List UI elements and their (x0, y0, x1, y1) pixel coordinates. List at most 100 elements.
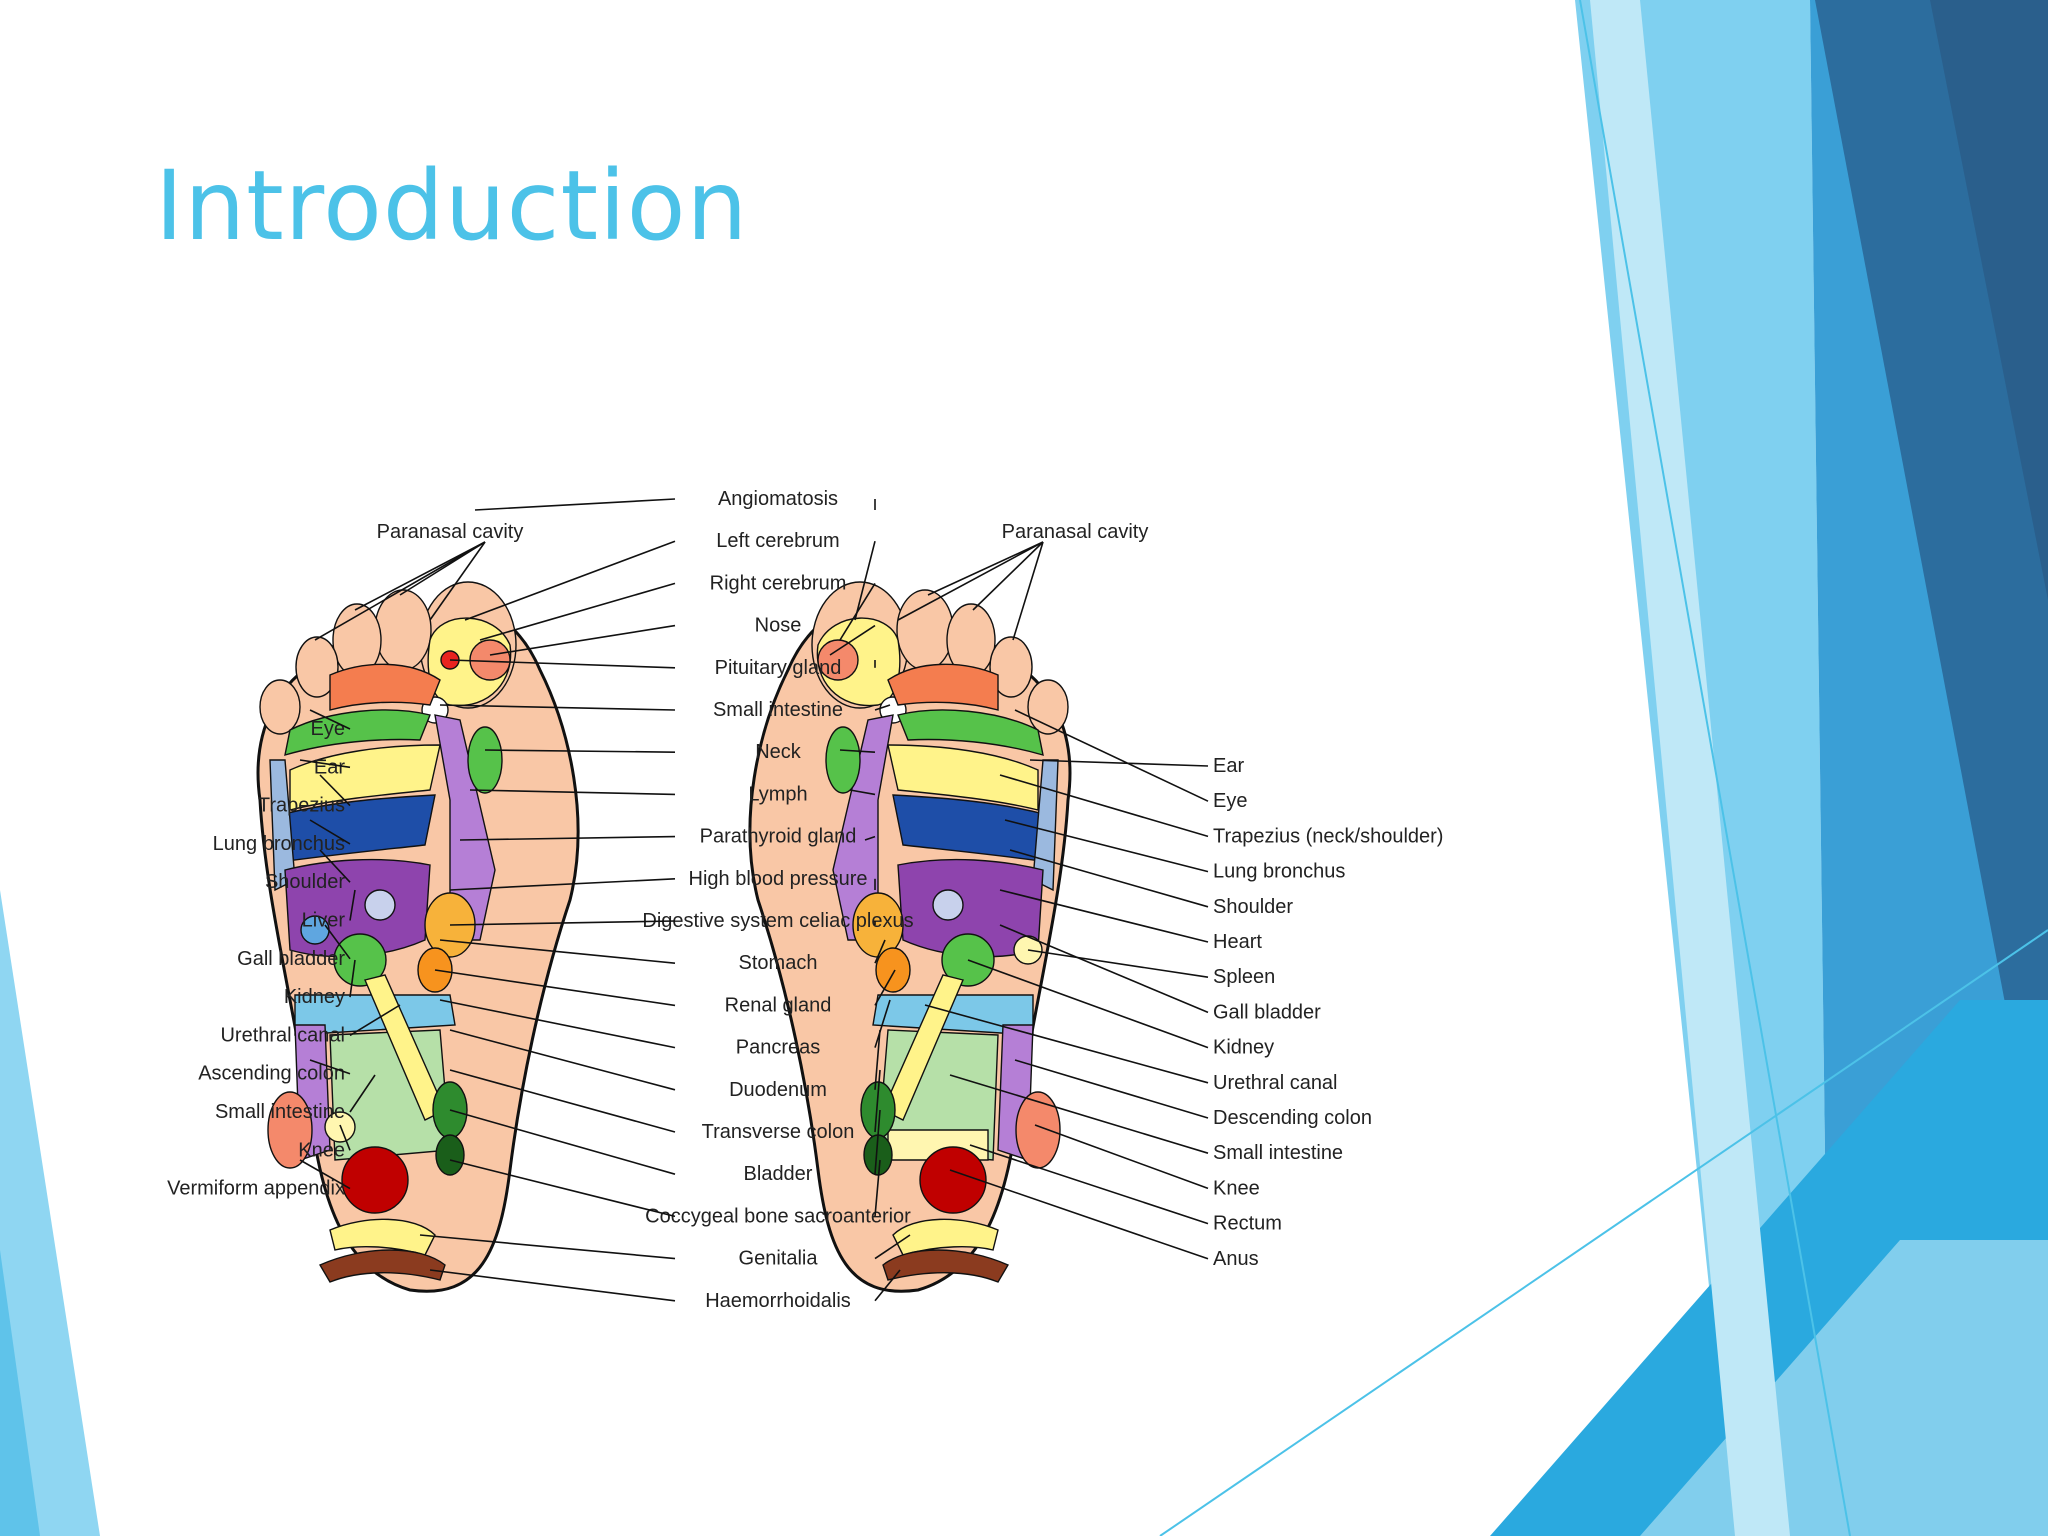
center-label-leader-3 (489, 624, 676, 656)
center-label-8: Parathyroid gland (700, 826, 857, 848)
right-foot-label-leader-4 (1009, 849, 1209, 908)
left-foot-label-10: Small intestine (215, 1101, 345, 1123)
right-foot (748, 581, 1072, 1293)
center-label-0: Angiomatosis (718, 488, 838, 510)
right-band-deep (1930, 0, 2048, 600)
center-label-leader-1 (464, 540, 676, 621)
left-foot-label-4: Shoulder (265, 871, 345, 893)
center-label-leader-13 (439, 999, 676, 1049)
left-foot-label-0: Eye (311, 718, 345, 740)
left-wedge-light (0, 890, 100, 1536)
center-label-2: Right cerebrum (710, 572, 847, 594)
center-label-19: Haemorrhoidalis (705, 1290, 851, 1310)
leader-lines (314, 541, 1044, 641)
center-label-12: Renal gland (725, 994, 832, 1016)
right-foot-label-leader-12 (1034, 1124, 1209, 1190)
left-top-label: Paranasal cavity (377, 521, 524, 543)
right-foot-label-leader-14 (949, 1169, 1209, 1260)
center-pale-sliver (1590, 0, 1790, 1536)
right-foot-label-3: Lung bronchus (1213, 861, 1345, 883)
center-label-leader-11 (874, 939, 886, 964)
center-label-7: Lymph (748, 783, 807, 805)
left-coccyx-dark (435, 1134, 465, 1176)
left-foot-label-9: Ascending colon (198, 1063, 345, 1085)
right-foot-label-10: Descending colon (1213, 1107, 1372, 1129)
center-label-leader-7 (849, 789, 876, 796)
center-label-leader-19 (874, 1269, 901, 1302)
center-label-leader-5 (439, 704, 676, 711)
center-label-13: Pancreas (736, 1037, 821, 1059)
right-heel-orange (1015, 1091, 1061, 1169)
right-foot-label-1: Eye (1213, 790, 1247, 812)
foot-reflexology-diagram: Paranasal cavity Paranasal cavity EyeEar… (167, 488, 1443, 1310)
center-label-leader-15 (874, 1069, 881, 1133)
center-label-leader-14 (874, 1029, 881, 1090)
right-green-band (897, 709, 1044, 756)
right-foot-label-0: Ear (1213, 755, 1244, 777)
right-orange-band (887, 663, 999, 711)
center-label-leader-10 (449, 920, 676, 926)
right-foot-label-leader-10 (1014, 1059, 1209, 1119)
left-orange-band (329, 663, 441, 711)
center-label-leader-18 (419, 1234, 676, 1260)
center-label-leader-4 (449, 659, 676, 669)
left-foot-label-3: Lung bronchus (213, 833, 345, 855)
left-foot-label-leader-1 (299, 759, 351, 769)
left-foot (256, 581, 580, 1293)
right-foot-label-7: Gall bladder (1213, 1001, 1321, 1023)
center-label-16: Bladder (744, 1163, 813, 1185)
center-label-leader-16 (874, 1109, 881, 1175)
slide-title: Introduction (155, 150, 749, 262)
center-label-leader-11 (439, 939, 676, 964)
center-label-leader-8 (459, 835, 676, 841)
right-foot-label-leader-11 (949, 1074, 1209, 1154)
right-foot-label-leader-1 (1014, 709, 1209, 802)
left-foot-label-leader-2 (319, 774, 351, 807)
center-label-leader-3 (829, 624, 876, 656)
right-band-dark (1815, 0, 2048, 1230)
right-heel-red (919, 1146, 987, 1214)
left-heel-orange (267, 1091, 313, 1169)
left-foot-label-leader-6 (324, 924, 351, 960)
center-label-leader-13 (874, 999, 891, 1048)
left-nose-spot (469, 639, 511, 681)
center-label-leader-12 (434, 969, 676, 1007)
right-foot-label-leader-8 (967, 959, 1209, 1049)
center-label-4: Pituitary gland (715, 657, 842, 679)
right-foot-label-13: Rectum (1213, 1213, 1282, 1235)
center-label-leader-5 (874, 704, 891, 711)
center-label-leader-17 (874, 1159, 881, 1217)
center-label-5: Small intestine (713, 699, 843, 721)
right-foot-label-leader-9 (924, 1004, 1209, 1084)
left-foot-label-leader-0 (309, 709, 351, 730)
left-foot-label-leader-10 (349, 1074, 376, 1113)
center-label-leader-6 (839, 749, 876, 753)
diagram-labels: Paranasal cavity Paranasal cavity EyeEar… (167, 488, 1443, 1310)
center-label-10: Digestive system celiac plexus (642, 910, 913, 932)
left-foot-label-leader-8 (349, 1004, 401, 1037)
center-label-leader-2 (479, 582, 676, 641)
right-foot-label-leader-2 (999, 774, 1209, 838)
right-foot-label-leader-0 (1029, 759, 1209, 767)
center-label-1: Left cerebrum (716, 530, 839, 552)
left-haemorrhoid-brown (318, 1249, 446, 1283)
left-neck-green (467, 726, 503, 794)
thin-line-1 (1579, 0, 1851, 1536)
right-toe-2 (896, 589, 954, 671)
left-foot-label-leader-4 (319, 849, 351, 883)
left-genitalia-yellow (329, 1218, 436, 1256)
right-foot-label-11: Small intestine (1213, 1142, 1343, 1164)
right-foot-label-4: Shoulder (1213, 896, 1293, 918)
left-toe-2 (374, 589, 432, 671)
center-label-leader-15 (449, 1069, 676, 1133)
right-foot-label-leader-13 (969, 1144, 1209, 1225)
right-genitalia-yellow (892, 1218, 999, 1256)
center-label-17: Coccygeal bone sacroanterior (645, 1205, 911, 1227)
center-label-leader-12 (874, 969, 896, 1006)
left-lymph-strip (434, 714, 496, 941)
center-label-leader-17 (449, 1159, 676, 1218)
center-label-leader-8 (864, 835, 876, 841)
center-label-15: Transverse colon (702, 1121, 855, 1143)
